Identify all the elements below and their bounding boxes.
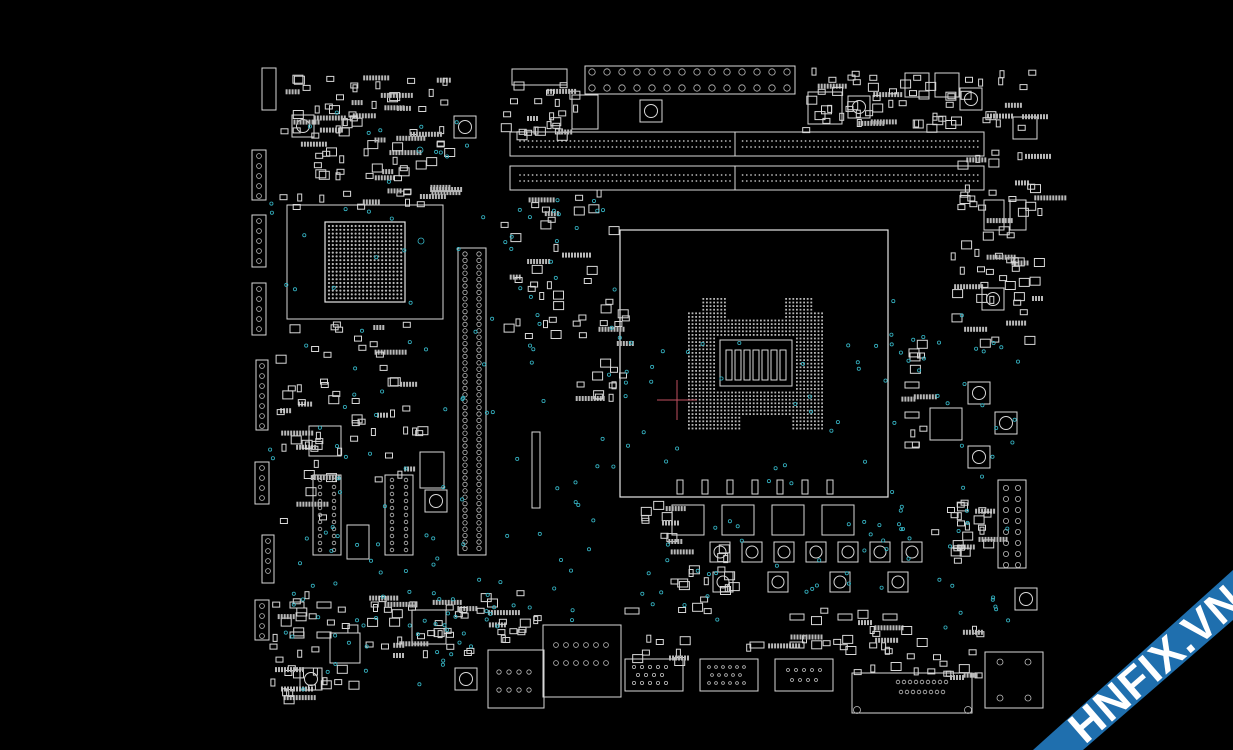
audio-jack-stack xyxy=(984,651,1044,709)
cpu-socket[interactable] xyxy=(619,229,889,498)
bottom-left-ic-pins xyxy=(317,477,409,553)
probe-crosshair xyxy=(657,380,697,420)
pcie-slot-pins xyxy=(519,140,979,182)
left-edge-headers xyxy=(251,149,275,641)
dvi-port xyxy=(699,658,759,692)
vrm-power-stage xyxy=(291,87,1038,691)
vertical-header-connector[interactable] xyxy=(457,247,487,556)
smd-components xyxy=(269,67,1067,705)
vertical-header-pins xyxy=(462,251,482,552)
cpu-socket-pad-field xyxy=(676,298,834,495)
pcie-slot-1[interactable] xyxy=(509,131,985,157)
rj45-usb-stack xyxy=(542,624,622,698)
rear-io-ports[interactable] xyxy=(487,624,1044,714)
right-header-pins xyxy=(1003,484,1022,569)
chipset-ball-grid xyxy=(327,224,403,300)
rear-io-port-pins xyxy=(496,642,1032,714)
serial-port xyxy=(851,672,973,714)
usb-port-stack-1 xyxy=(487,649,545,709)
cpu-socket-center xyxy=(719,339,793,387)
pcie-slot-2[interactable] xyxy=(509,165,985,191)
chipset-bga[interactable] xyxy=(286,204,444,320)
hdmi-port xyxy=(774,658,834,692)
vias xyxy=(268,110,1021,692)
top-connector-pins xyxy=(588,68,791,92)
bottom-left-ics xyxy=(308,425,447,664)
narrow-slot xyxy=(531,431,541,509)
right-side-components xyxy=(929,199,1027,569)
vga-port xyxy=(624,658,684,692)
